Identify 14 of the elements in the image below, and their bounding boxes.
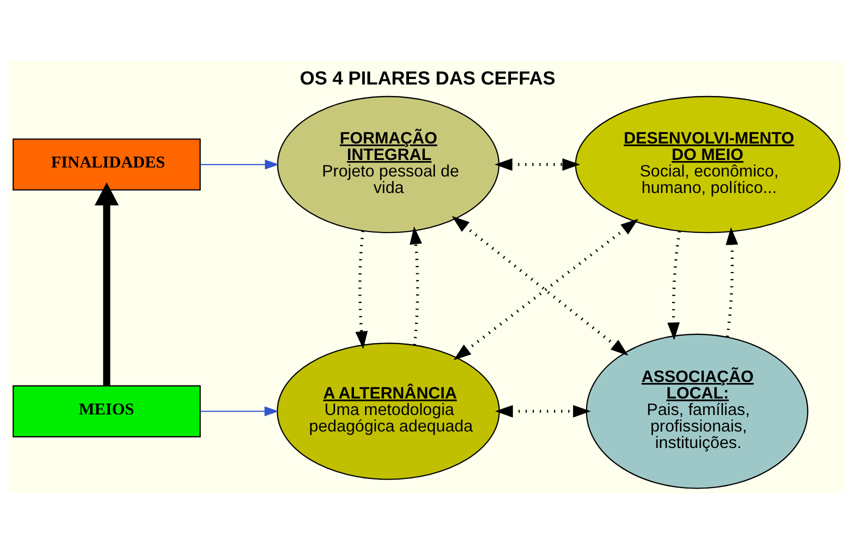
node-box: FINALIDADES	[12, 138, 201, 190]
arrow	[200, 159, 280, 169]
arrow	[726, 226, 738, 337]
node-box: MEIOS	[12, 384, 201, 437]
node-ellipse: ASSOCIAÇÃO LOCAL: Pais, famílias, profissionais, instituições.	[586, 333, 808, 488]
arrow	[494, 158, 580, 170]
arrow	[200, 406, 279, 416]
diagram-title: OS 4 PILARES DAS CEFFAS	[300, 68, 556, 89]
node-ellipse: DESENVOLVI-MENTO DO MEIO Social, econômico, humano, político...	[575, 95, 840, 233]
arrow	[355, 230, 368, 349]
arrow	[410, 226, 422, 345]
arrow	[94, 182, 119, 386]
arrow	[667, 230, 681, 340]
arrow	[495, 404, 591, 418]
